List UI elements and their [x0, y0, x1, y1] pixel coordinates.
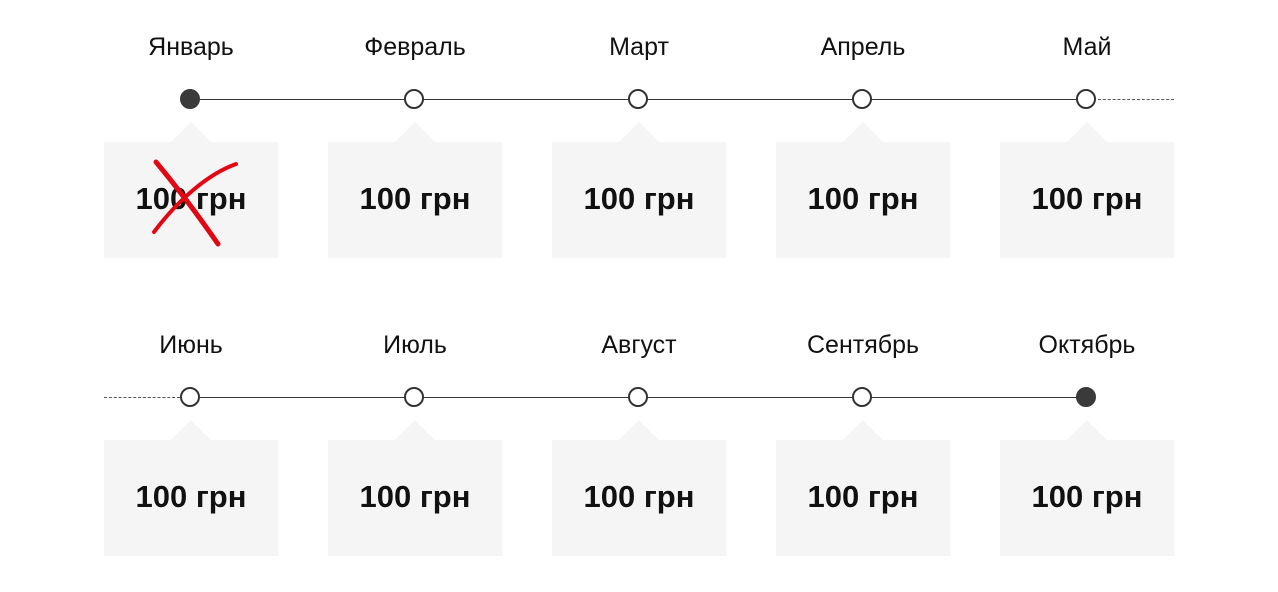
month-label: Август: [601, 331, 677, 359]
timeline-continuation-dashes: [104, 397, 180, 398]
month-label: Май: [1062, 33, 1112, 61]
price-value: 100 грн: [1031, 181, 1143, 216]
timeline-row-1: Январь 100 грн Февраль 100 грн Март 100 …: [0, 0, 1278, 260]
price-value: 100 грн: [583, 479, 695, 514]
timeline-continuation-dashes: [1098, 99, 1174, 100]
timeline-dot: [852, 387, 872, 407]
timeline-row-2: Июнь 100 грн Июль 100 грн Август 100 грн…: [0, 298, 1278, 558]
month-label: Март: [609, 33, 669, 61]
price-card: 100 грн: [552, 420, 726, 556]
month-label: Июнь: [159, 331, 223, 359]
price-value: 100 грн: [359, 479, 471, 514]
timeline-dot: [1076, 89, 1096, 109]
month-label: Июль: [383, 331, 447, 359]
price-card: 100 грн: [328, 122, 502, 258]
price-value: 100 грн: [359, 181, 471, 216]
timeline-dot: [852, 89, 872, 109]
month-label: Январь: [148, 33, 234, 61]
price-value: 100 грн: [135, 479, 247, 514]
price-value: 100 грн: [583, 181, 695, 216]
price-card: 100 грн: [104, 420, 278, 556]
price-card: 100 грн: [1000, 122, 1174, 258]
month-label: Сентябрь: [807, 331, 919, 359]
timeline-dot-filled: [1076, 387, 1096, 407]
price-card: 100 грн: [776, 122, 950, 258]
month-label: Апрель: [820, 33, 906, 61]
timeline-dot: [628, 89, 648, 109]
price-card: 100 грн: [776, 420, 950, 556]
month-label: Февраль: [364, 33, 466, 61]
timeline-dot: [404, 387, 424, 407]
price-value: 100 грн: [1031, 479, 1143, 514]
price-card: 100 грн: [328, 420, 502, 556]
price-card: 100 грн: [1000, 420, 1174, 556]
price-value: 100 грн: [807, 181, 919, 216]
price-value: 100 грн: [807, 479, 919, 514]
timeline-dot: [404, 89, 424, 109]
cross-out-mark-icon: [152, 159, 238, 247]
timeline-dot: [180, 387, 200, 407]
timeline-dot-filled: [180, 89, 200, 109]
month-label: Октябрь: [1038, 331, 1136, 359]
price-card: 100 грн: [552, 122, 726, 258]
timeline-dot: [628, 387, 648, 407]
price-card: 100 грн: [104, 122, 278, 258]
